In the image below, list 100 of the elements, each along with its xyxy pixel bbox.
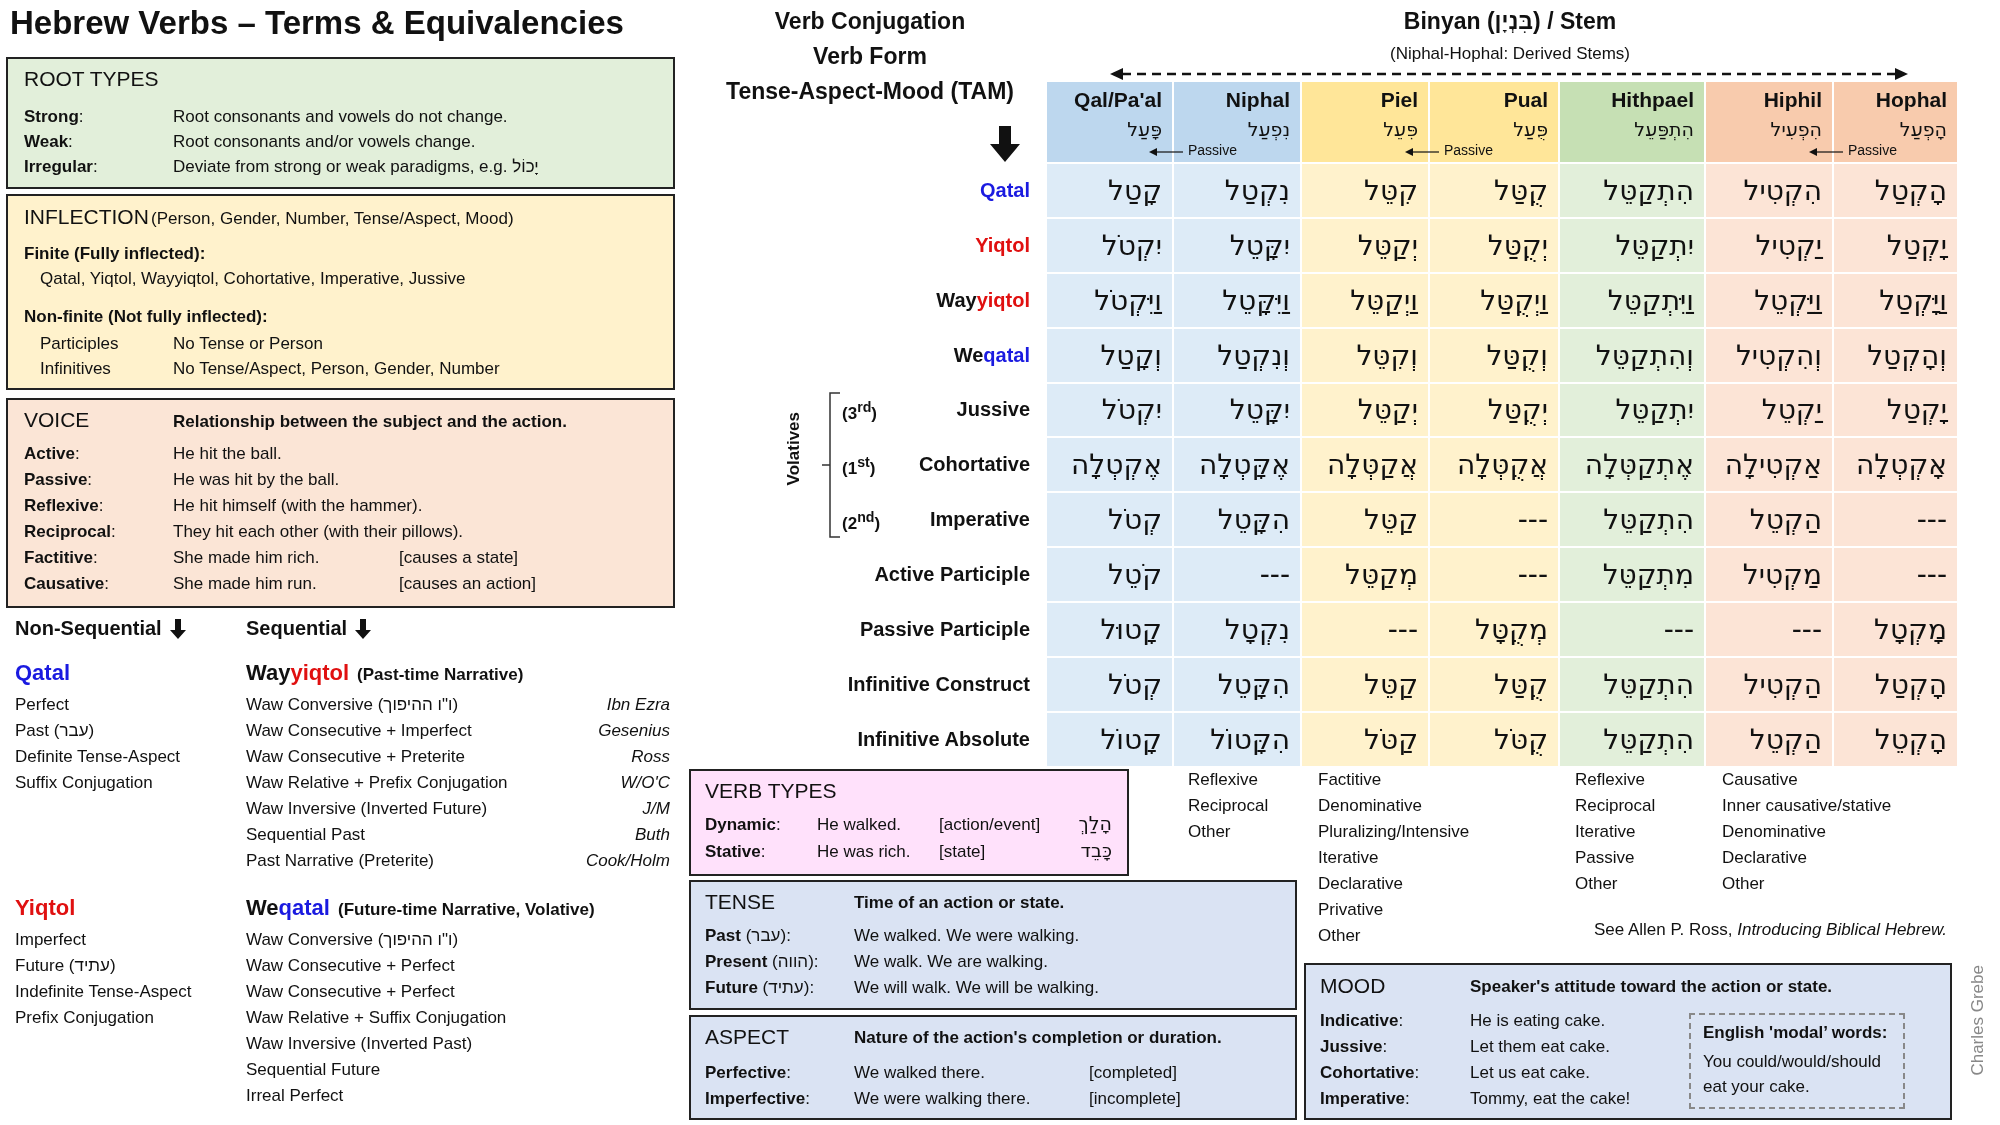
definition-text: Let us eat cake. (1470, 1063, 1591, 1083)
list-item: Other (1722, 874, 1765, 894)
row-label: Infinitive Construct (847, 672, 1030, 696)
table-cell: וַיְקֻטַּל (1430, 274, 1558, 327)
list-item: Passive (1575, 848, 1635, 868)
definition-text: He hit the ball. (173, 444, 282, 464)
note-text: [causes an action] (399, 574, 537, 594)
term-label: Waw Inversive (Inverted Future) (246, 799, 488, 819)
definition-text: She made him run. (173, 574, 317, 594)
info-panel (6, 398, 675, 608)
subheading: Finite (Fully inflected): (24, 244, 206, 264)
table-cell: יְקַטֵּל (1302, 219, 1428, 272)
table-cell: קֹטֵל (1047, 548, 1172, 601)
table-cell: וְקִטֵּל (1302, 329, 1428, 382)
list-item: Iterative (1575, 822, 1636, 842)
term-label: Weak: (24, 132, 73, 152)
term-label: Sequential Past (246, 825, 366, 845)
hebrew-word: כָּבֵד (1080, 839, 1112, 861)
term-label: Sequential Future (246, 1060, 381, 1080)
list-item: Denominative (1318, 796, 1422, 816)
passive-note: Passive (1444, 142, 1494, 158)
term-label: Passive: (24, 470, 93, 490)
panel-description: Speaker's attitude toward the action or state. (1470, 977, 1833, 997)
panel-description: Nature of the action's completion or duration. (854, 1028, 1222, 1048)
column-heading: Hophal (1875, 88, 1947, 112)
table-cell: --- (1174, 548, 1300, 601)
term-label: Waw Conversive (ו"ו ההיפוך) (246, 930, 459, 950)
definition-text: We will walk. We will be walking. (854, 978, 1099, 998)
panel-heading: VOICE (24, 408, 90, 432)
table-cell: וְהִקְטִיל (1706, 329, 1832, 382)
column-heading: Hiphil (1763, 88, 1822, 112)
row-label: Qatal (979, 178, 1030, 202)
table-cell: קַטֹּל (1302, 713, 1428, 766)
table-cell: וַיִּקָּטֵל (1174, 274, 1300, 327)
row-label: Infinitive Absolute (857, 727, 1030, 751)
term-label: Infinitives (40, 359, 111, 379)
section-heading: Weqatal (246, 895, 330, 921)
panel-heading: INFLECTION (24, 205, 149, 229)
term-label: Perfective: (705, 1063, 791, 1083)
table-cell: וְנִקְטַל (1174, 329, 1300, 382)
table-cell: מְקַטֵּל (1302, 548, 1428, 601)
table-cell: הָקְטַל (1834, 164, 1957, 217)
list-item: Declarative (1318, 874, 1404, 894)
list-item: Reciprocal (1575, 796, 1656, 816)
term-label: Stative: (705, 842, 766, 862)
table-cell: קְטֹל (1047, 493, 1172, 546)
table-cell: קַטֵּל (1302, 493, 1428, 546)
author-name: W/O'C (620, 773, 670, 793)
definition-text: Let them eat cake. (1470, 1037, 1610, 1057)
hebrew-word: הָלַךְ (1078, 812, 1112, 834)
row-label: Passive Participle (859, 617, 1030, 641)
table-cell: אֶקְטְלָה (1047, 438, 1172, 491)
table-cell: הִקָּטֵל (1174, 493, 1300, 546)
info-panel (6, 57, 675, 189)
side-label: Volatives (784, 412, 804, 486)
table-cell: יְקֻטַּל (1430, 219, 1558, 272)
term-label: Indefinite Tense-Aspect (15, 982, 192, 1002)
hebrew-word: פֻּעַל (1513, 118, 1548, 140)
table-cell: וְהָקְטַל (1834, 329, 1957, 382)
table-cell: קָטַל (1047, 164, 1172, 217)
panel-description: Relationship between the subject and the action. (173, 412, 567, 432)
heading-note: (Past-time Narrative) (357, 665, 524, 685)
term-label: Suffix Conjugation (15, 773, 153, 793)
definition-text: We were walking there. (854, 1089, 1031, 1109)
term-label: Imperfect (15, 930, 86, 950)
definition-text: He was hit by the ball. (173, 470, 340, 490)
term-label: Waw Consecutive + Imperfect (246, 721, 472, 741)
term-label: Waw Consecutive + Perfect (246, 956, 455, 976)
definition-text: We walked there. (854, 1063, 986, 1083)
section-heading: Wayyiqtol (246, 660, 350, 686)
term-label: Reflexive: (24, 496, 104, 516)
panel-heading: MOOD (1320, 974, 1386, 998)
list-item: Denominative (1722, 822, 1826, 842)
column-heading: Niphal (1225, 88, 1290, 112)
author-name: Cook/Holm (585, 851, 670, 871)
table-cell: הִתְקַטֵּל (1560, 658, 1704, 711)
list-item: Pluralizing/Intensive (1318, 822, 1470, 842)
row-label: Cohortative (918, 452, 1030, 476)
panel-heading: ROOT TYPES (24, 67, 159, 91)
table-cell: יְקַטֵּל (1302, 384, 1428, 436)
note-text: [causes a state] (399, 548, 519, 568)
author-credit: Charles Grebe (1968, 965, 1988, 1076)
list-item: Reflexive (1575, 770, 1645, 790)
list-item: Declarative (1722, 848, 1808, 868)
table-cell: אָקְטְלָה (1834, 438, 1957, 491)
term-label: Definite Tense-Aspect (15, 747, 181, 767)
definition-text: Root consonants and vowels do not change. (173, 107, 508, 127)
table-cell: קַטֵּל (1302, 658, 1428, 711)
list-item: Other (1188, 822, 1231, 842)
hebrew-word: פָּעַל (1127, 118, 1162, 140)
table-cell: מְקֻטָּל (1430, 603, 1558, 656)
term-label: Irreal Perfect (246, 1086, 344, 1106)
term-label: Dynamic: (705, 815, 781, 835)
person-marker: (1$^{st}$) (842, 453, 876, 479)
term-label: Indicative: (1320, 1011, 1404, 1031)
column-heading: Pual (1503, 88, 1548, 112)
author-name: Ibn Ezra (606, 695, 670, 715)
note-text: [action/event] (939, 815, 1041, 835)
list-text: Qatal, Yiqtol, Wayyiqtol, Cohortative, Imperative, Jussive (40, 269, 466, 289)
reference-note: See Allen P. Ross, Introducing Biblical Hebrew. (1593, 920, 1947, 940)
